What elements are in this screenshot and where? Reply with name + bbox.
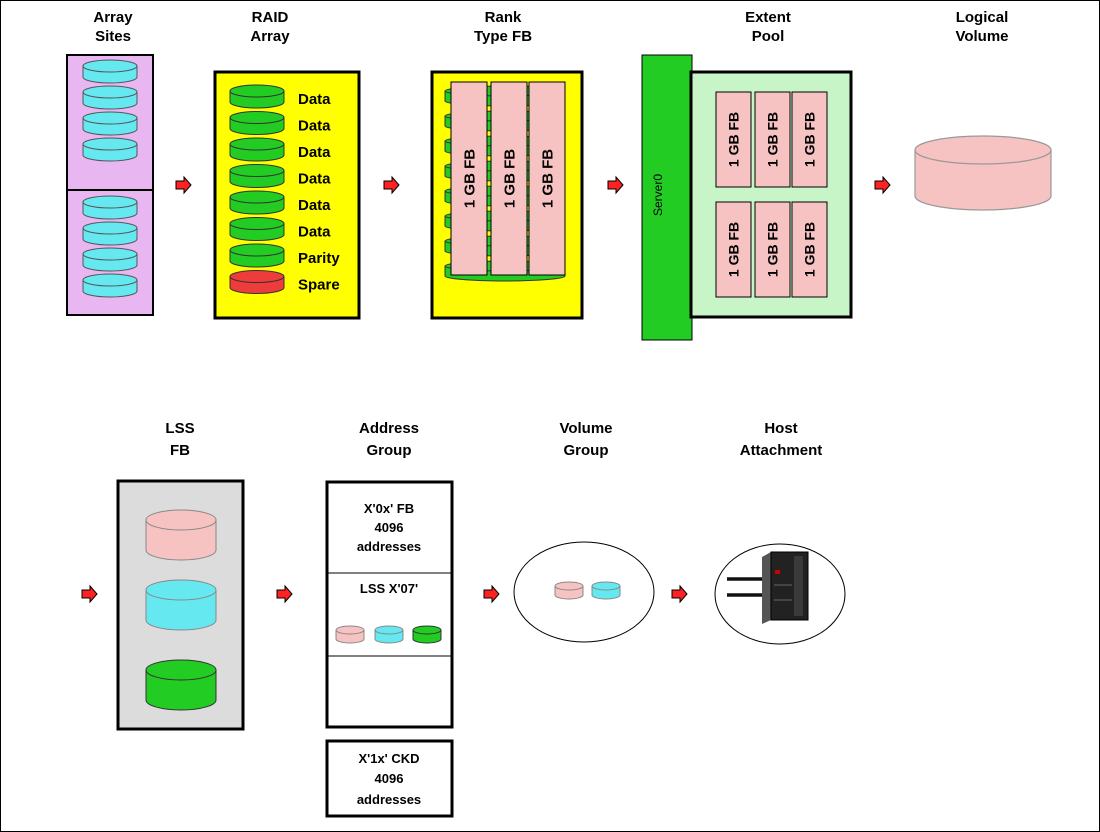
spare-disk [229,270,285,294]
lss-x07-green-volume [412,625,442,644]
fb-range-line1: X'0x' FB [364,501,414,516]
raid-disk-label: Data [298,91,331,108]
extent-label: 1 GB FB [726,222,742,277]
extent-label: 1 GB FB [539,149,556,208]
data-disk [229,111,285,135]
extent-label: 1 GB FB [726,112,742,167]
rank-extent-strip: 1 GB FB [528,81,566,276]
pool-extent: 1 GB FB [715,201,752,298]
pool-extent: 1 GB FB [715,91,752,188]
host-attachment-title-line1: Host [764,420,797,437]
ckd-range-line3: addresses [357,792,421,807]
raid-array-group: RAID Array DataDataDataDataDataDataParit… [213,9,361,320]
lss-x07-pink-volume [335,625,365,644]
lss-x07-cyan-volume [374,625,404,644]
lss-title-line1: LSS [165,420,194,437]
extent-label: 1 GB FB [802,112,818,167]
rank-title-line2: Type FB [474,28,532,45]
extent-pool-title-line1: Extent [745,9,791,26]
raid-array-title-line1: RAID [252,9,289,26]
array-site-disk [82,273,138,298]
volume-group-group: Volume Group [513,420,655,643]
raid-array-title-line2: Array [250,28,290,45]
data-disk [229,164,285,188]
rank-group: Rank Type FB 1 GB FB 1 GB FB 1 GB FB [430,9,584,320]
pool-extents: 1 GB FB 1 GB FB 1 GB FB 1 GB FB 1 GB FB 1 GB … [715,91,828,298]
data-disk [229,190,285,215]
array-site-disk [82,195,138,220]
volume-group-title-line1: Volume [559,420,612,437]
address-group-ckd-box [325,739,454,818]
extent-label: 1 GB FB [802,222,818,277]
lss-x07-label: LSS X'07' [360,581,418,596]
lss-cyan-volume [145,579,217,631]
volume-group-title-line2: Group [564,442,609,459]
raid-disk-label: Data [298,197,331,214]
rank-extent-strip: 1 GB FB [450,81,488,276]
array-site-disk [82,137,138,162]
server-icon [727,551,809,624]
volume-group-cyan-volume [591,581,621,600]
volume-group-ellipse [513,541,655,643]
array-site-disk [82,247,138,272]
lss-pink-volume [145,509,217,561]
data-disk [229,217,285,241]
logical-volume-group: Logical Volume [914,9,1052,211]
array-sites-title-line1: Array [93,9,133,26]
address-group-title-line1: Address [359,420,419,437]
raid-disk-label: Data [298,144,331,161]
lss-title-line2: FB [170,442,190,459]
data-disk [229,84,285,109]
address-group-group: Address Group X'0x' FB 4096 addresses LS… [325,420,454,818]
lss-group: LSS FB [116,420,245,731]
array-sites-group: Array Sites [66,9,154,316]
array-site-disk [82,221,138,246]
array-site-disk [82,59,138,84]
extent-pool-title-line2: Pool [752,28,785,45]
rank-extent-strip: 1 GB FB [490,81,528,276]
parity-disk [229,243,285,268]
address-group-fb-box [325,480,454,729]
array-sites-title-line2: Sites [95,28,131,45]
extent-label: 1 GB FB [765,222,781,277]
rank-title-line1: Rank [485,9,522,26]
host-attachment-title-line2: Attachment [740,442,823,459]
extent-label: 1 GB FB [765,112,781,167]
pool-extent: 1 GB FB [791,201,828,298]
rank-extents: 1 GB FB 1 GB FB 1 GB FB [450,81,566,276]
raid-disk-label: Data [298,118,331,135]
server0-label: Server0 [651,174,665,216]
host-attachment-group: Host Attachment [714,420,846,645]
lss-green-volume [145,659,217,711]
logical-volume-title-line1: Logical [956,9,1009,26]
ckd-range-line2: 4096 [375,771,404,786]
server0-bar [641,54,693,341]
pool-extent: 1 GB FB [754,91,791,188]
pool-extent: 1 GB FB [791,91,828,188]
raid-disk-label: Data [298,224,331,241]
array-site-disks [82,59,138,298]
extent-label: 1 GB FB [461,149,478,208]
raid-disk-label: Parity [298,250,340,267]
raid-disks [229,84,285,294]
logical-volume-title-line2: Volume [955,28,1008,45]
extent-label: 1 GB FB [501,149,518,208]
ckd-range-line1: X'1x' CKD [358,751,419,766]
raid-disk-label: Spare [298,277,340,294]
raid-disk-label: Data [298,171,331,188]
array-site-disk [82,85,138,110]
logical-volume-cylinder [914,135,1052,211]
pool-extent: 1 GB FB [754,201,791,298]
data-disk [229,137,285,162]
fb-range-line2: 4096 [375,520,404,535]
volume-group-pink-volume [554,581,584,600]
address-group-title-line2: Group [367,442,412,459]
fb-range-line3: addresses [357,539,421,554]
array-site-disk [82,111,138,136]
